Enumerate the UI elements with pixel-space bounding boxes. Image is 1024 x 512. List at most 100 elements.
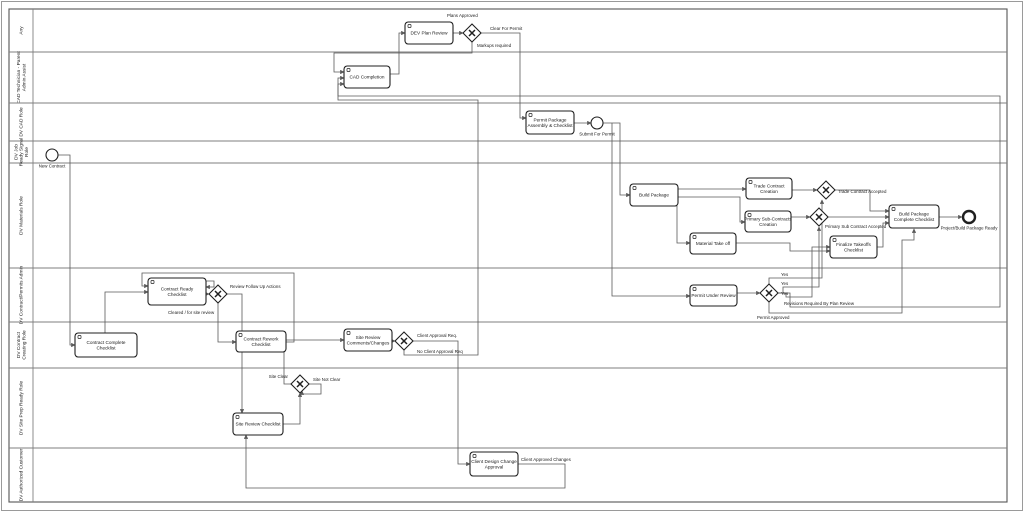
event-submit-for-permit[interactable]: Submit For Permit — [579, 116, 615, 137]
task-box[interactable] — [888, 204, 940, 229]
task-site-review-checklist[interactable]: Site Review Checklist — [232, 412, 284, 436]
label-plans-approved: Plans Approved — [447, 13, 478, 18]
svg-text:Role: Role — [24, 147, 30, 157]
edge-revisions-to-cad — [337, 75, 1001, 308]
task-box[interactable] — [147, 277, 207, 306]
task-marker-icon — [150, 280, 155, 284]
gateway-review-follow-up[interactable] — [208, 284, 228, 304]
edge-site-not-clear-loop — [299, 383, 322, 395]
task-box[interactable] — [829, 235, 878, 259]
task-box[interactable] — [343, 328, 393, 352]
gateway-site-clear[interactable] — [290, 374, 310, 394]
event-new-contract[interactable]: New Contract — [39, 148, 66, 169]
label-trade-contract-accepted: Trade Contract Accepted — [838, 189, 887, 194]
exclusive-x-icon — [468, 29, 476, 37]
task-box[interactable] — [343, 65, 391, 89]
task-label: Approval — [485, 464, 504, 469]
event-project-build-package-ready[interactable]: Project/Build Package Ready — [941, 209, 999, 231]
label-yes-1: Yes — [781, 272, 789, 277]
exclusive-x-icon — [400, 337, 408, 345]
label-permit-approved: Permit Approved — [757, 315, 790, 320]
label-revisions-required: Revisions Required By Plan Review — [784, 301, 855, 306]
svg-text:DV CAD Role: DV CAD Role — [19, 107, 25, 137]
task-box[interactable] — [525, 110, 575, 135]
task-box[interactable] — [235, 330, 287, 353]
task-box[interactable] — [744, 210, 792, 233]
task-marker-icon — [832, 238, 837, 242]
task-box[interactable] — [404, 21, 454, 45]
task-label: Client Design Change — [471, 459, 517, 464]
task-dev-plan-review[interactable]: DEV Plan Review — [404, 21, 454, 45]
label-markups-required: Markups required — [477, 43, 512, 48]
lane-label-dv-site-prep-ready-role: DV Site Prep Ready Role — [19, 381, 25, 435]
intermediate-event-circle[interactable] — [590, 116, 604, 130]
gateway-primary-sub-contract-accepted[interactable] — [809, 207, 829, 227]
edge-contract-ready-self-loop — [205, 280, 215, 290]
event-label: Project/Build Package Ready — [941, 226, 999, 231]
label-client-approval-req: Client Approval Req. — [417, 333, 457, 338]
task-marker-icon — [692, 287, 697, 291]
edge-markups-to-cad — [333, 42, 473, 75]
task-label: Trade Contract — [753, 184, 785, 189]
edge-cad-to-dev-plan-review — [390, 30, 406, 75]
task-box[interactable] — [689, 232, 737, 255]
task-marker-icon — [346, 68, 351, 72]
label-clear-for-permit: Clear For Permit — [490, 26, 523, 31]
event-label: Submit For Permit — [579, 132, 615, 137]
task-label: Build Package — [639, 193, 669, 198]
task-cad-completion[interactable]: CAD Completion — [343, 65, 391, 89]
gateway-permit-decision[interactable] — [759, 283, 779, 303]
svg-text:DV Materials Role: DV Materials Role — [19, 196, 25, 235]
edge-trade-accepted-to-bpcc — [835, 189, 890, 214]
pool-border — [8, 8, 1008, 503]
task-label: Checklist — [96, 345, 116, 350]
svg-text:DV Job: DV Job — [13, 144, 19, 160]
label-yes-3: Yes — [781, 291, 789, 296]
edge-yes-to-trade-gateway — [768, 199, 825, 284]
label-primary-sub-contract-accepted: Primary Sub Contract Accepted — [825, 224, 887, 229]
task-marker-icon — [747, 213, 752, 217]
task-box[interactable] — [232, 412, 284, 436]
task-box[interactable] — [469, 451, 519, 477]
gateway-trade-contract-accepted[interactable] — [816, 180, 836, 200]
task-label: Build Package — [899, 212, 929, 217]
task-material-take-off[interactable]: Material Take off — [689, 232, 737, 255]
end-event-circle[interactable] — [961, 209, 977, 225]
task-label: Checklist — [251, 342, 271, 347]
edge-finalize-to-bpcc — [877, 220, 890, 248]
exclusive-x-icon — [214, 290, 222, 298]
edge-submit-to-build-package — [603, 122, 631, 198]
exclusive-x-icon — [815, 213, 823, 221]
task-label: Finalize Takeoffs — [836, 242, 871, 247]
task-permit-under-review[interactable]: Permit Under Review — [689, 284, 738, 307]
svg-text:Ready Signal: Ready Signal — [19, 138, 25, 167]
task-box[interactable] — [74, 332, 138, 358]
lane-label-dv-materials-role: DV Materials Role — [19, 196, 25, 235]
task-label: Checklist — [844, 247, 864, 252]
svg-text:Creating Role: Creating Role — [21, 330, 27, 360]
edge-build-to-primary-sub — [678, 196, 746, 225]
task-box[interactable] — [689, 284, 738, 307]
gateway-plans-approved[interactable] — [462, 23, 482, 43]
task-label: Site Review Checklist — [235, 422, 281, 427]
start-event-circle[interactable] — [45, 148, 59, 162]
task-marker-icon — [472, 454, 477, 458]
task-box[interactable] — [745, 177, 793, 200]
task-label: Complete Checklist — [894, 217, 935, 222]
gateway-client-approval[interactable] — [394, 331, 414, 351]
task-build-package[interactable]: Build Package — [629, 183, 679, 207]
lane-label-dv-authorized-customer: DV Authorized Customer — [19, 448, 25, 501]
task-box[interactable] — [629, 183, 679, 207]
label-yes-2: Yes — [781, 281, 789, 286]
